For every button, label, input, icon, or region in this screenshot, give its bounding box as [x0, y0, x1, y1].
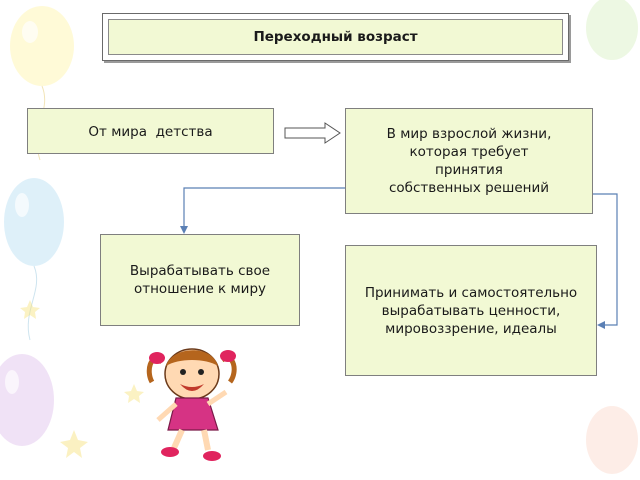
box-from-childhood: От мира детства — [27, 108, 274, 154]
balloon-decoration — [10, 6, 74, 161]
box-attitude-line: Вырабатывать свое — [129, 263, 271, 279]
balloon-decoration — [586, 0, 638, 474]
title-frame: Переходный возраст — [102, 13, 569, 61]
box-to-adult-line: принятия — [435, 162, 503, 178]
balloon-decoration — [0, 354, 54, 446]
box-values-line: мировоззрение, идеалы — [385, 320, 557, 337]
box-to-adult-line: которая требует — [409, 144, 529, 160]
box-to-adult-line: В мир взрослой жизни, — [386, 126, 552, 142]
box-to-adult: В мир взрослой жизни, которая требует пр… — [345, 108, 593, 214]
box-attitude: Вырабатывать свое отношение к миру — [100, 234, 300, 326]
box-to-adult-line: собственных решений — [388, 180, 550, 196]
box-values-line: Принимать и самостоятельно — [364, 284, 578, 301]
box-values-line: вырабатывать ценности, — [381, 302, 561, 319]
box-values: Принимать и самостоятельно вырабатывать … — [345, 245, 597, 376]
box-from-childhood-label: От мира детства — [88, 124, 213, 140]
diagram-title: Переходный возраст — [108, 19, 563, 55]
balloon-decoration — [4, 178, 64, 341]
box-attitude-line: отношение к миру — [133, 281, 267, 297]
